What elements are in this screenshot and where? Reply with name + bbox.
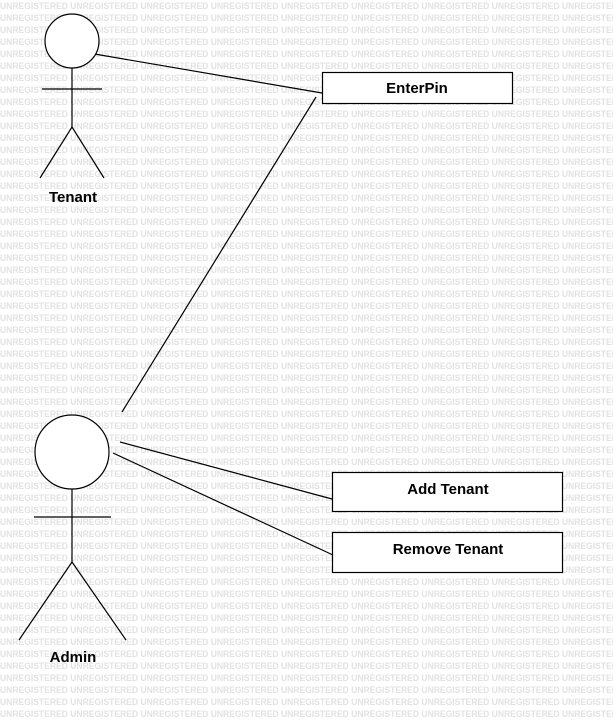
watermark-row: UNREGISTERED UNREGISTERED UNREGISTERED U… [0, 37, 613, 47]
use-case-enter-pin-label: EnterPin [386, 80, 448, 97]
watermark-row: UNREGISTERED UNREGISTERED UNREGISTERED U… [0, 613, 613, 623]
watermark-row: UNREGISTERED UNREGISTERED UNREGISTERED U… [0, 73, 613, 83]
actor-tenant[interactable] [39, 13, 105, 179]
watermark-row: UNREGISTERED UNREGISTERED UNREGISTERED U… [0, 109, 613, 119]
watermark-row: UNREGISTERED UNREGISTERED UNREGISTERED U… [0, 553, 613, 563]
watermark-row: UNREGISTERED UNREGISTERED UNREGISTERED U… [0, 169, 613, 179]
watermark-row: UNREGISTERED UNREGISTERED UNREGISTERED U… [0, 277, 613, 287]
watermark-row: UNREGISTERED UNREGISTERED UNREGISTERED U… [0, 301, 613, 311]
watermark-row: UNREGISTERED UNREGISTERED UNREGISTERED U… [0, 445, 613, 455]
actor-admin[interactable] [18, 414, 127, 641]
watermark-row: UNREGISTERED UNREGISTERED UNREGISTERED U… [0, 229, 613, 239]
actor-admin-label: Admin [50, 649, 97, 666]
association-admin-enterpin[interactable] [121, 96, 317, 413]
watermark-row: UNREGISTERED UNREGISTERED UNREGISTERED U… [0, 421, 613, 431]
watermark-row: UNREGISTERED UNREGISTERED UNREGISTERED U… [0, 529, 613, 539]
watermark-row: UNREGISTERED UNREGISTERED UNREGISTERED U… [0, 337, 613, 347]
watermark-row: UNREGISTERED UNREGISTERED UNREGISTERED U… [0, 685, 613, 695]
watermark-row: UNREGISTERED UNREGISTERED UNREGISTERED U… [0, 385, 613, 395]
use-case-add-tenant[interactable]: Add Tenant [331, 471, 564, 513]
watermark-row: UNREGISTERED UNREGISTERED UNREGISTERED U… [0, 205, 613, 215]
watermark-row: UNREGISTERED UNREGISTERED UNREGISTERED U… [0, 625, 613, 635]
watermark-row: UNREGISTERED UNREGISTERED UNREGISTERED U… [0, 541, 613, 551]
association-admin-remove-tenant[interactable] [112, 452, 334, 556]
watermark-row: UNREGISTERED UNREGISTERED UNREGISTERED U… [0, 457, 613, 467]
watermark-row: UNREGISTERED UNREGISTERED UNREGISTERED U… [0, 661, 613, 671]
watermark-row: UNREGISTERED UNREGISTERED UNREGISTERED U… [0, 289, 613, 299]
watermark-row: UNREGISTERED UNREGISTERED UNREGISTERED U… [0, 373, 613, 383]
watermark-row: UNREGISTERED UNREGISTERED UNREGISTERED U… [0, 253, 613, 263]
actor-admin-right-leg [71, 561, 127, 641]
associations [82, 51, 334, 556]
watermark-row: UNREGISTERED UNREGISTERED UNREGISTERED U… [0, 313, 613, 323]
association-tenant-enterpin[interactable] [82, 51, 323, 94]
watermark-row: UNREGISTERED UNREGISTERED UNREGISTERED U… [0, 697, 613, 707]
watermark-row: UNREGISTERED UNREGISTERED UNREGISTERED U… [0, 637, 613, 647]
watermark-row: UNREGISTERED UNREGISTERED UNREGISTERED U… [0, 709, 613, 719]
use-case-remove-tenant[interactable]: Remove Tenant [331, 531, 564, 574]
watermark-row: UNREGISTERED UNREGISTERED UNREGISTERED U… [0, 397, 613, 407]
actor-tenant-left-leg [39, 126, 73, 179]
watermark-row: UNREGISTERED UNREGISTERED UNREGISTERED U… [0, 49, 613, 59]
watermark-row: UNREGISTERED UNREGISTERED UNREGISTERED U… [0, 241, 613, 251]
watermark-row: UNREGISTERED UNREGISTERED UNREGISTERED U… [0, 217, 613, 227]
watermark-row: UNREGISTERED UNREGISTERED UNREGISTERED U… [0, 409, 613, 419]
use-case-add-tenant-label: Add Tenant [407, 481, 488, 498]
watermark-row: UNREGISTERED UNREGISTERED UNREGISTERED U… [0, 505, 613, 515]
watermark-row: UNREGISTERED UNREGISTERED UNREGISTERED U… [0, 133, 613, 143]
use-case-remove-tenant-box [331, 531, 564, 574]
watermark-row: UNREGISTERED UNREGISTERED UNREGISTERED U… [0, 433, 613, 443]
watermark-row: UNREGISTERED UNREGISTERED UNREGISTERED U… [0, 97, 613, 107]
watermark-row: UNREGISTERED UNREGISTERED UNREGISTERED U… [0, 13, 613, 23]
watermark-row: UNREGISTERED UNREGISTERED UNREGISTERED U… [0, 577, 613, 587]
use-case-add-tenant-box [331, 471, 564, 513]
watermark-row: UNREGISTERED UNREGISTERED UNREGISTERED U… [0, 493, 613, 503]
watermark-row: UNREGISTERED UNREGISTERED UNREGISTERED U… [0, 361, 613, 371]
watermark-row: UNREGISTERED UNREGISTERED UNREGISTERED U… [0, 145, 613, 155]
watermark-row: UNREGISTERED UNREGISTERED UNREGISTERED U… [0, 565, 613, 575]
actor-admin-head [34, 414, 110, 490]
watermark-row: UNREGISTERED UNREGISTERED UNREGISTERED U… [0, 469, 613, 479]
watermark-row: UNREGISTERED UNREGISTERED UNREGISTERED U… [0, 601, 613, 611]
watermark-row: UNREGISTERED UNREGISTERED UNREGISTERED U… [0, 517, 613, 527]
watermark-row: UNREGISTERED UNREGISTERED UNREGISTERED U… [0, 589, 613, 599]
watermark-row: UNREGISTERED UNREGISTERED UNREGISTERED U… [0, 121, 613, 131]
actor-tenant-head [44, 13, 100, 69]
watermark-row: UNREGISTERED UNREGISTERED UNREGISTERED U… [0, 25, 613, 35]
actor-admin-left-leg [18, 561, 73, 641]
actor-tenant-right-leg [71, 126, 105, 179]
watermark-row: UNREGISTERED UNREGISTERED UNREGISTERED U… [0, 265, 613, 275]
actor-tenant-label: Tenant [49, 189, 97, 206]
watermark-row: UNREGISTERED UNREGISTERED UNREGISTERED U… [0, 481, 613, 491]
watermark-row: UNREGISTERED UNREGISTERED UNREGISTERED U… [0, 325, 613, 335]
watermark-row: UNREGISTERED UNREGISTERED UNREGISTERED U… [0, 673, 613, 683]
watermark-row: UNREGISTERED UNREGISTERED UNREGISTERED U… [0, 157, 613, 167]
use-case-remove-tenant-label: Remove Tenant [393, 541, 504, 558]
watermark-row: UNREGISTERED UNREGISTERED UNREGISTERED U… [0, 649, 613, 659]
watermark-row: UNREGISTERED UNREGISTERED UNREGISTERED U… [0, 181, 613, 191]
watermark-row: UNREGISTERED UNREGISTERED UNREGISTERED U… [0, 193, 613, 203]
watermark-row: UNREGISTERED UNREGISTERED UNREGISTERED U… [0, 61, 613, 71]
use-case-enter-pin[interactable]: EnterPin [321, 71, 514, 105]
use-case-enter-pin-box [321, 71, 514, 105]
association-admin-add-tenant[interactable] [119, 441, 333, 500]
watermark-row: UNREGISTERED UNREGISTERED UNREGISTERED U… [0, 349, 613, 359]
watermark-row: UNREGISTERED UNREGISTERED UNREGISTERED U… [0, 1, 613, 11]
